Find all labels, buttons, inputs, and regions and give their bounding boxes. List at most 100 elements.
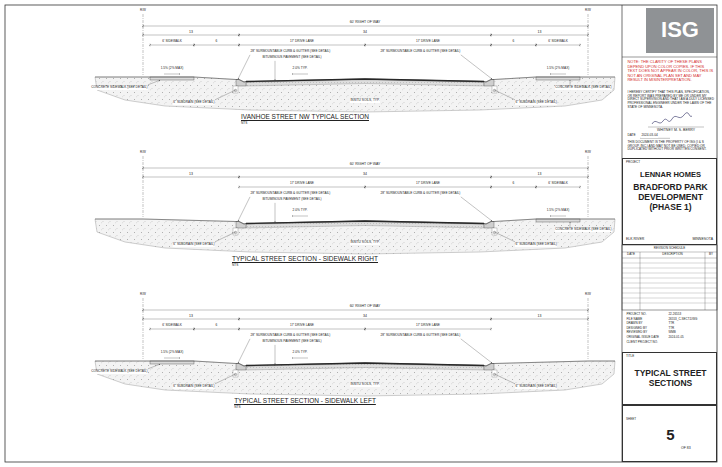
extension-line	[491, 186, 492, 189]
extension-line	[239, 176, 240, 179]
table-header: DESCRIPTION	[662, 253, 683, 256]
extension-line	[588, 25, 589, 28]
table-rule	[622, 263, 717, 264]
leader-line	[215, 90, 236, 100]
slope-arrow	[550, 216, 566, 217]
dimension-text: 13	[537, 172, 542, 176]
leader-lines	[148, 55, 570, 384]
dimension-text: 13	[189, 314, 194, 318]
dimension-text: 17' DRIVE LANE	[416, 40, 441, 44]
scale-note: NTS	[234, 406, 241, 410]
dimension-tick	[238, 186, 240, 188]
street-sections	[95, 14, 615, 396]
leader-line	[275, 345, 276, 365]
dimension-line	[239, 329, 365, 330]
dimension-tick	[587, 25, 589, 27]
state-name: MINNESOTA	[692, 237, 713, 241]
revision-table	[622, 245, 717, 310]
field-label: ORIGINAL ISSUE DATE	[626, 336, 659, 339]
extension-line	[150, 328, 151, 331]
dimension-text: 34	[363, 314, 368, 318]
slope-text: 1.5% (2% MAX)	[160, 351, 183, 355]
callout-text: 28" SURMOUNTABLE CURB & GUTTER (SEE DETA…	[380, 192, 461, 196]
subdrain-trench	[492, 370, 497, 377]
extension-line	[588, 318, 589, 321]
extension-line	[143, 167, 144, 170]
field-label: DESIGNED BY	[626, 327, 647, 330]
dimension-tick	[364, 44, 366, 46]
dimension-tick	[193, 328, 195, 330]
dimension-line	[239, 177, 491, 178]
leader-line	[570, 222, 571, 227]
field-value: 2024-03-04	[641, 134, 658, 138]
dimension-text: 13	[189, 172, 194, 176]
table-rule	[622, 288, 717, 289]
leader-line	[461, 197, 492, 221]
leader-line	[495, 90, 516, 100]
dimension-tick	[490, 34, 492, 36]
slope-text: 1.5% (2% MAX)	[160, 67, 183, 71]
dimension-line	[365, 329, 491, 330]
subdrain-trench	[492, 86, 497, 93]
field-value: TTR	[668, 322, 675, 325]
callout-text: 6" SUBDRAIN (SEE DETAIL)	[515, 243, 557, 247]
field-value: 26553_C-SECT.DWG	[668, 318, 698, 321]
table-rule	[622, 303, 717, 304]
table-header: BY	[709, 253, 714, 256]
callout-text: 6" SUBDRAIN (SEE DETAIL)	[173, 101, 215, 105]
dimension-tick	[142, 34, 144, 36]
extension-line	[143, 309, 144, 312]
dimension-text: 17' DRIVE LANE	[416, 182, 441, 186]
slope-text: 2.0% TYP.	[292, 209, 308, 213]
concrete-sidewalk	[150, 361, 194, 364]
dimension-text: 60' RIGHT OF WAY	[349, 304, 381, 308]
right-of-way-mark: R/W	[585, 293, 592, 296]
logo-text: ISG	[649, 17, 711, 42]
dimension-line	[491, 187, 536, 188]
cell-heading: PROJECT	[626, 161, 640, 164]
table-column-rule	[705, 252, 706, 310]
extension-line	[239, 44, 240, 47]
dimension-text: 17' DRIVE LANE	[290, 182, 315, 186]
dimension-line	[143, 35, 239, 36]
dimension-tick	[587, 318, 589, 320]
leader-line	[570, 80, 571, 85]
table-heading: REVISION SCHEDULE	[653, 247, 685, 250]
field-label: CLIENT PROJECT NO.	[626, 341, 658, 344]
dimension-line	[491, 319, 588, 320]
dimension-tick	[490, 328, 492, 330]
subdrain-trench	[492, 228, 497, 235]
leader-line	[495, 232, 516, 242]
extension-line	[491, 44, 492, 47]
dimension-line	[239, 35, 491, 36]
sheet-border	[5, 5, 717, 462]
dimension-line	[194, 329, 239, 330]
dimension-line	[143, 319, 239, 320]
extension-line	[143, 318, 144, 321]
dimension-tick	[587, 176, 589, 178]
dimension-text: 6' SIDEWALK	[162, 40, 182, 44]
callout-text: BITUMINOUS PAVEMENT (SEE DETAIL)	[262, 340, 322, 344]
ownership-text: THIS DOCUMENT IS THE PROPERTY OF ISG (I …	[627, 141, 715, 152]
dimension-line	[194, 45, 239, 46]
certification-text: I HEREBY CERTIFY THAT THIS PLAN, SPECIFI…	[627, 91, 715, 109]
dimension-text: 17' DRIVE LANE	[416, 324, 441, 328]
right-of-way-line	[588, 156, 589, 217]
dimension-tick	[142, 176, 144, 178]
leader-line	[275, 61, 276, 81]
scale-note: NTS	[241, 122, 248, 126]
title-block-rule	[622, 57, 717, 58]
callout-text: 6" SUBDRAIN (SEE DETAIL)	[173, 243, 215, 247]
slope-arrow	[292, 358, 308, 359]
extension-line	[239, 318, 240, 321]
dimension-tick	[238, 328, 240, 330]
field-label: DRAWN BY	[626, 322, 643, 325]
field-value: 2024-01-05	[668, 336, 684, 339]
table-rule	[622, 268, 717, 269]
extension-line	[536, 44, 537, 47]
client-name: LENNAR HOMES	[626, 171, 715, 180]
concrete-sidewalk	[150, 77, 194, 80]
table-rule	[622, 258, 717, 259]
dimension-line	[239, 319, 491, 320]
dimension-text: 60' RIGHT OF WAY	[349, 162, 381, 166]
